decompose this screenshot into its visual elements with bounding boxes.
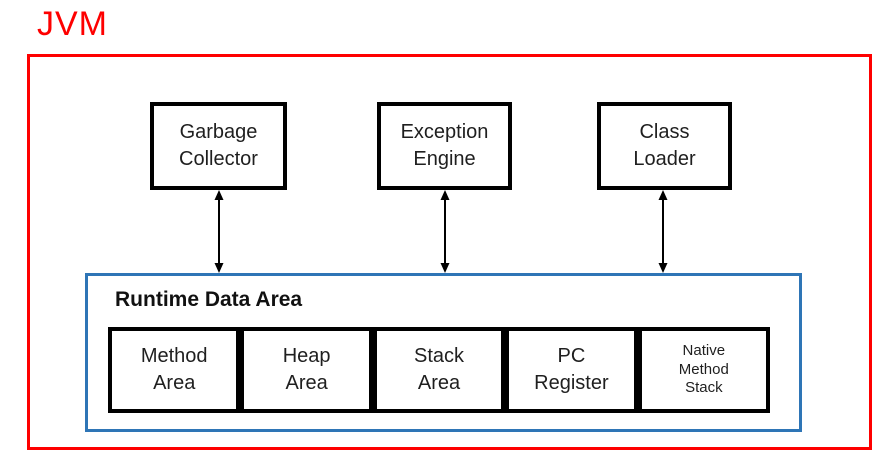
double-arrow-icon [440,190,450,273]
garbage-collector-label: Garbage Collector [179,121,258,170]
memory-box-stack-area: Stack Area [372,327,506,413]
memory-area-row: Method Area Heap Area Stack Area PC Regi… [108,327,771,413]
method-area-label: Method Area [140,345,208,394]
component-box-exception-engine: Exception Engine [377,102,512,190]
pc-register-label: PC Register [534,345,609,394]
runtime-data-area-box: Runtime Data Area Method Area Heap Area … [85,273,802,432]
diagram-title: JVM [37,5,108,43]
class-loader-label: Class Loader [633,121,696,170]
stack-area-label: Stack Area [414,345,465,394]
component-box-garbage-collector: Garbage Collector [150,102,287,190]
double-arrow-icon [658,190,668,273]
double-arrow-icon [214,190,224,273]
runtime-data-area-label: Runtime Data Area [115,288,303,311]
memory-box-method-area: Method Area [108,327,241,413]
memory-box-pc-register: PC Register [505,327,638,413]
exception-engine-label: Exception Engine [400,121,489,170]
native-method-stack-label: Native Method Stack [678,341,729,397]
memory-box-native-method-stack: Native Method Stack [637,327,771,413]
memory-box-heap-area: Heap Area [240,327,373,413]
heap-area-label: Heap Area [282,345,331,394]
component-box-class-loader: Class Loader [597,102,732,190]
jvm-frame-border [27,54,872,450]
